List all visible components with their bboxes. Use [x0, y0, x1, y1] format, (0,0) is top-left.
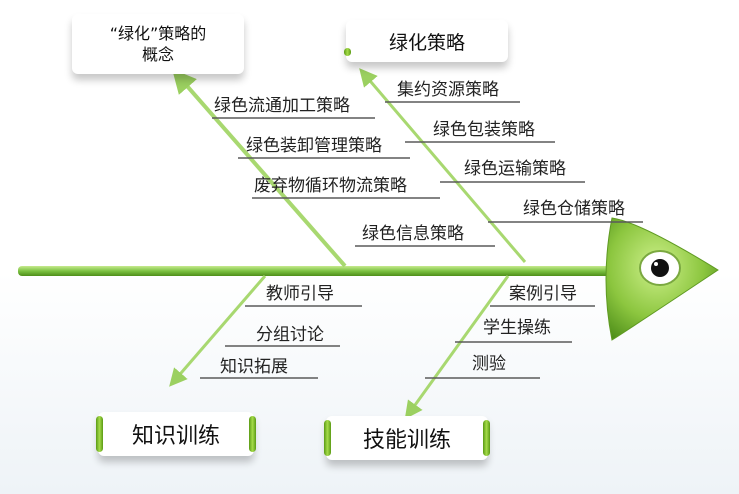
branch-label: 绿色包装策略: [433, 120, 535, 140]
node-strategy: 绿化策略: [344, 20, 508, 62]
branch-label: 废弃物循环物流策略: [254, 176, 407, 196]
branch-label: 绿色运输策略: [464, 159, 566, 179]
branch-top-right: [359, 68, 527, 263]
node-concept-label: “绿化”策略的概念: [109, 24, 207, 64]
branch-label: 集约资源策略: [397, 80, 499, 100]
node-skill: 技能训练: [324, 416, 490, 460]
branch-bottom-left: [169, 275, 267, 387]
fish-spine: [18, 266, 618, 276]
fish-eye-glint: [654, 262, 658, 266]
branch-label: 测验: [472, 354, 506, 374]
branch-label: 绿色仓储策略: [523, 199, 625, 219]
box-accent-right: [249, 416, 256, 452]
box-accent-right: [483, 420, 490, 456]
branch-bottom-right: [404, 275, 510, 420]
branch-label: 绿色装卸管理策略: [246, 136, 382, 156]
branch-label: 学生操练: [483, 318, 551, 338]
branch-label: 教师引导: [266, 284, 334, 304]
node-skill-label: 技能训练: [362, 428, 451, 453]
branch-top-left: [172, 68, 347, 268]
box-accent-left: [324, 420, 331, 456]
node-knowledge: 知识训练: [96, 412, 256, 456]
branch-label: 绿色流通加工策略: [214, 96, 350, 116]
node-strategy-label: 绿化策略: [388, 31, 465, 54]
branch-label: 知识拓展: [220, 357, 288, 377]
branch-label: 绿色信息策略: [362, 224, 464, 244]
branch-label: 案例引导: [509, 284, 577, 304]
box-accent-left: [344, 48, 351, 56]
node-concept: “绿化”策略的概念: [72, 14, 244, 74]
node-knowledge-label: 知识训练: [131, 424, 220, 449]
branch-label: 分组讨论: [256, 325, 324, 345]
fish-pupil: [651, 259, 669, 277]
box-accent-left: [96, 416, 103, 452]
